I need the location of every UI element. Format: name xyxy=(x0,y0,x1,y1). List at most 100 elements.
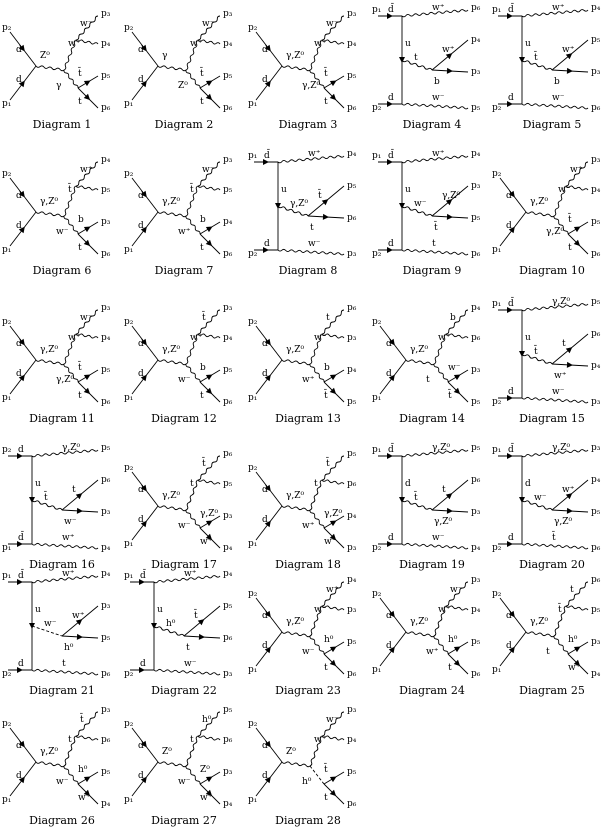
outgoing-w-line xyxy=(321,39,345,45)
propagator-label: γ,Z⁰ xyxy=(162,197,180,207)
outgoing-momentum-label: p₅ xyxy=(347,181,357,191)
particle-label: w⁻ xyxy=(324,537,337,547)
particle-label: w⁺ xyxy=(570,165,583,175)
quark-label: d xyxy=(386,611,392,621)
particle-label: h⁰ xyxy=(78,765,88,775)
outgoing-momentum-label: p₆ xyxy=(591,575,601,585)
quark-label: d̄ xyxy=(508,443,515,455)
particle-label: t xyxy=(432,239,436,249)
outgoing-momentum-label: p₄ xyxy=(471,303,481,313)
outgoing-momentum-label: p₅ xyxy=(101,185,111,195)
incoming-momentum-label: p₁ xyxy=(372,5,381,15)
diagram-caption: Diagram 9 xyxy=(402,264,462,277)
outgoing-momentum-label: p₅ xyxy=(471,443,481,453)
outgoing-momentum-label: p₆ xyxy=(591,329,601,339)
fermion-arrow xyxy=(322,213,329,220)
outgoing-w-line xyxy=(445,333,469,339)
fermion-arrow xyxy=(446,213,453,220)
outgoing-momentum-label: p₃ xyxy=(471,181,481,191)
diagram-caption: Diagram 27 xyxy=(151,814,217,827)
propagator-label: d xyxy=(525,479,531,489)
propagator-label: u xyxy=(35,605,41,615)
outgoing-momentum-label: p₆ xyxy=(591,103,601,113)
particle-label: t̄ xyxy=(448,389,452,401)
internal-boson-line xyxy=(309,735,323,767)
propagator-line xyxy=(525,631,555,638)
particle-label: t̄ xyxy=(534,345,538,357)
particle-label: w⁻ xyxy=(302,647,315,657)
fermion-arrow xyxy=(18,190,25,198)
particle-label: γ,Z⁰ xyxy=(552,297,570,307)
quark-label: d xyxy=(138,339,144,349)
outgoing-momentum-label: p₅ xyxy=(591,605,601,615)
outgoing-momentum-label: p₄ xyxy=(591,361,601,371)
fermion-arrow xyxy=(205,533,213,541)
quark-label: d xyxy=(138,45,144,55)
fermion-arrow xyxy=(17,541,23,547)
particle-label: w⁺ xyxy=(426,647,439,657)
particle-label: h⁰ xyxy=(64,643,74,653)
outgoing-momentum-label: p₆ xyxy=(223,449,233,459)
fermion-arrow xyxy=(264,520,271,528)
propagator-line xyxy=(157,211,187,218)
incoming-momentum-label: p₁ xyxy=(2,245,11,255)
incoming-momentum-label: p₁ xyxy=(2,99,11,109)
fermion-arrow xyxy=(387,541,393,547)
diagram-caption: Diagram 1 xyxy=(32,118,92,131)
diagram-caption: Diagram 19 xyxy=(399,558,465,571)
outgoing-momentum-label: p₅ xyxy=(223,601,233,611)
diagram-caption: Diagram 13 xyxy=(275,412,341,425)
quark-label: d xyxy=(16,191,22,201)
internal-boson-line xyxy=(521,499,553,511)
outgoing-momentum-label: p₅ xyxy=(101,71,111,81)
particle-label: w⁻ xyxy=(432,533,445,543)
particle-label: h⁰ xyxy=(202,715,212,725)
incoming-momentum-label: p₁ xyxy=(248,539,257,549)
fermion-arrow xyxy=(139,667,145,673)
outgoing-w-line xyxy=(401,155,469,164)
particle-label: t̄ xyxy=(318,189,322,201)
particle-label: h⁰ xyxy=(166,619,176,629)
quark-label: d xyxy=(262,485,268,495)
internal-boson-line xyxy=(185,185,199,217)
outgoing-w-line xyxy=(75,333,99,339)
particle-label: t̄ xyxy=(434,221,438,233)
outgoing-w-line xyxy=(445,605,469,611)
incoming-momentum-label: p₁ xyxy=(372,445,381,455)
particle-label: t xyxy=(314,479,318,489)
fermion-arrow xyxy=(75,493,83,500)
diagram-caption: Diagram 10 xyxy=(519,264,585,277)
particle-label: h⁰ xyxy=(448,635,458,645)
fermion-arrow xyxy=(387,101,393,107)
outgoing-w-line xyxy=(321,479,345,485)
outgoing-w-line xyxy=(75,161,99,187)
internal-boson-line xyxy=(553,605,567,637)
particle-label: γ,Z⁰ xyxy=(432,443,450,453)
outgoing-momentum-label: p₆ xyxy=(471,475,481,485)
incoming-momentum-label: p₁ xyxy=(372,393,381,403)
outgoing-momentum-label: p₆ xyxy=(471,333,481,343)
particle-label: w⁻ xyxy=(308,239,321,249)
particle-label: w⁺ xyxy=(314,39,327,49)
outgoing-momentum-label: p₆ xyxy=(101,103,111,113)
outgoing-momentum-label: p₄ xyxy=(223,569,233,579)
incoming-momentum-label: p₂ xyxy=(124,317,134,327)
particle-label: Z⁰ xyxy=(178,81,188,91)
particle-label: w⁻ xyxy=(448,363,461,373)
fermion-arrow xyxy=(573,659,581,667)
diagram-caption: Diagram 24 xyxy=(399,684,465,697)
propagator-label: γ,Z⁰ xyxy=(410,617,428,627)
outgoing-momentum-label: p₄ xyxy=(347,575,357,585)
particle-label: w⁻ xyxy=(414,199,427,209)
quark-label: d xyxy=(138,485,144,495)
fermion-arrow xyxy=(264,484,271,492)
incoming-momentum-label: p₂ xyxy=(2,445,12,455)
outgoing-w-line xyxy=(321,15,345,41)
particle-label: h⁰ xyxy=(302,777,312,787)
incoming-momentum-label: p₂ xyxy=(124,719,134,729)
particle-label: γ,Z⁰ xyxy=(324,509,342,519)
